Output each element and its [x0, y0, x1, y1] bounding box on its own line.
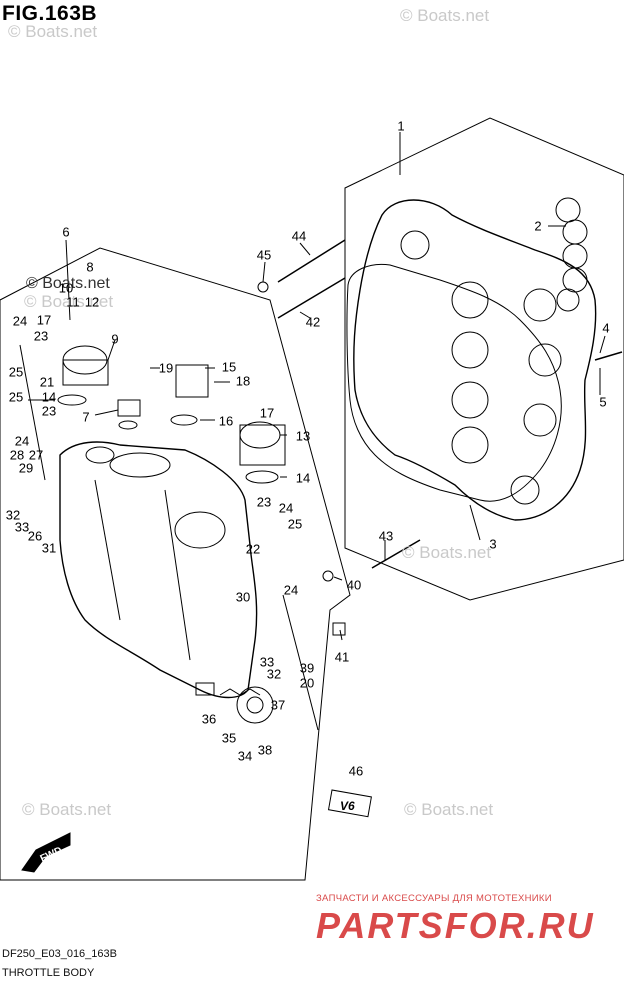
callout: 24: [283, 582, 299, 598]
callout: 9: [111, 331, 119, 347]
callout: 20: [299, 675, 315, 691]
figure-title: FIG.163B: [2, 2, 98, 25]
throttle-body-housing: [59, 441, 258, 699]
callout: 27: [28, 447, 44, 463]
callout: 24: [14, 433, 30, 449]
callout: 24: [12, 313, 28, 329]
callout: 14: [41, 389, 57, 405]
callout: 4: [602, 320, 610, 336]
v6-emblem: [327, 789, 372, 818]
manifold-assembly-frame: [344, 117, 624, 601]
callout: 38: [257, 742, 273, 758]
callout: 22: [245, 541, 261, 557]
brand-caption: ЗАПЧАСТИ И АКСЕССУАРЫ ДЛЯ МОТОТЕХНИКИ: [316, 893, 552, 904]
callout: 25: [8, 364, 24, 380]
callout: 10: [58, 280, 74, 296]
callout: 3: [489, 536, 497, 552]
callout: 30: [235, 589, 251, 605]
callout: 37: [270, 697, 286, 713]
watermark: © Boats.net: [24, 292, 114, 311]
callout: 39: [299, 660, 315, 676]
callout: 41: [334, 649, 350, 665]
diagram-name: THROTTLE BODY: [2, 967, 95, 979]
watermark: © Boats.net: [26, 275, 110, 292]
callout: 16: [218, 413, 234, 429]
callout: 35: [221, 730, 237, 746]
callout: 36: [201, 711, 217, 727]
callout: 8: [86, 259, 94, 275]
callout: 21: [39, 374, 55, 390]
brand-logo: PARTSFOR.RU: [316, 905, 595, 946]
intake-manifold: [353, 199, 597, 521]
callout: 23: [33, 328, 49, 344]
callout: 24: [278, 500, 294, 516]
callout: 23: [256, 494, 272, 510]
watermark: © Boats.net: [22, 800, 112, 819]
callout: 28: [9, 447, 25, 463]
callout: 15: [221, 359, 237, 375]
callout: 40: [346, 577, 362, 593]
callout: 11: [66, 294, 80, 310]
watermark: © Boats.net: [400, 6, 490, 25]
callout: 5: [599, 394, 607, 410]
fwd-arrow-icon: [21, 832, 71, 873]
watermark: © Boats.net: [404, 800, 494, 819]
callout: 25: [8, 389, 24, 405]
callout: 18: [235, 373, 251, 389]
callout: 13: [295, 428, 311, 444]
callout: 12: [84, 294, 100, 310]
callout: 34: [237, 748, 253, 764]
callout: 32: [5, 507, 21, 523]
callout: 32: [266, 666, 282, 682]
callout: 33: [14, 519, 30, 535]
throttle-assembly-frame: [0, 247, 351, 881]
watermark: © Boats.net: [8, 22, 98, 41]
callout: 44: [291, 228, 307, 244]
callout: 17: [259, 405, 275, 421]
callout: 31: [41, 540, 57, 556]
callout: 45: [256, 247, 272, 263]
watermark: © Boats.net: [402, 543, 492, 562]
callout: 23: [41, 403, 57, 419]
callout: 43: [378, 528, 394, 544]
manifold-gasket: [346, 263, 562, 502]
callout: 19: [158, 360, 174, 376]
callout: 6: [62, 224, 70, 240]
callout: 33: [259, 654, 275, 670]
callout: 2: [534, 218, 542, 234]
callout: 1: [397, 118, 405, 134]
callout: 7: [82, 409, 90, 425]
callout: 29: [18, 460, 34, 476]
callout: 25: [287, 516, 303, 532]
diagram-code: DF250_E03_016_163B: [2, 948, 117, 960]
callout: 17: [36, 312, 52, 328]
callout: 14: [295, 470, 311, 486]
callout: 46: [348, 763, 364, 779]
callout: 26: [27, 528, 43, 544]
callout: 42: [305, 314, 321, 330]
v6-badge-text: V6: [340, 799, 355, 813]
